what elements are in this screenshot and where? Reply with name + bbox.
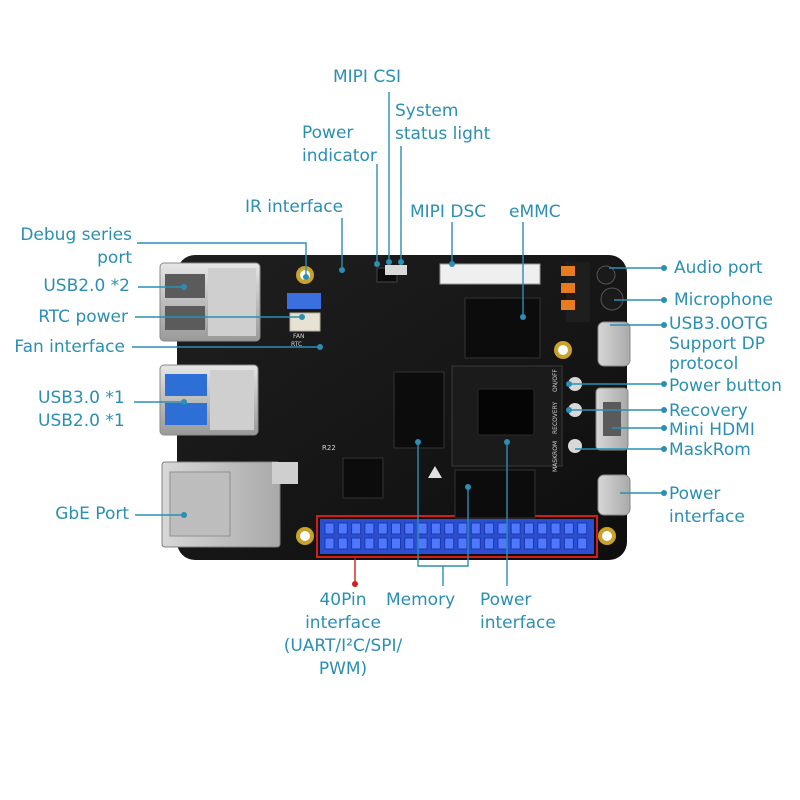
gpio-pin — [457, 537, 468, 550]
gpio-pin — [550, 537, 561, 550]
label-gbe-port: GbE Port — [55, 504, 129, 524]
usb-c-otg — [597, 321, 631, 367]
label-usb20-x2: USB2.0 *2 — [43, 276, 130, 296]
label-emmc: eMMC — [509, 202, 561, 222]
gpio-pin — [417, 522, 428, 535]
gpio-pin — [444, 537, 455, 550]
rtc-connector — [287, 293, 321, 309]
gpio-pin — [444, 522, 455, 535]
microphone-part — [600, 287, 624, 311]
gpio-pin — [497, 522, 508, 535]
warning-triangle — [428, 466, 442, 478]
leader-dots — [181, 259, 667, 587]
gpio-pin — [404, 522, 415, 535]
gpio-header — [320, 519, 594, 554]
silk-recovery: RECOVERY — [552, 402, 559, 434]
gpio-pin — [351, 522, 362, 535]
gpio-pin — [404, 537, 415, 550]
silk-onoff: ON/OFF — [552, 369, 559, 392]
label-maskrom: MaskRom — [669, 440, 751, 460]
gpio-pin — [377, 522, 388, 535]
silk-maskrom: MASKROM — [552, 441, 559, 472]
gpio-pin — [577, 537, 588, 550]
label-debug-serial-port: Debug series port — [20, 225, 132, 268]
gpio-pin — [430, 537, 441, 550]
label-fan-interface: Fan interface — [14, 337, 125, 357]
label-system-status-light: System status light — [395, 101, 491, 144]
label-ir-interface: IR interface — [245, 197, 344, 217]
gpio-pin — [351, 537, 362, 550]
gpio-pin — [563, 537, 574, 550]
gpio-pin — [484, 522, 495, 535]
usb30-connector — [159, 364, 259, 436]
gpio-pin — [497, 537, 508, 550]
label-mipi-dsc: MIPI DSC — [410, 202, 487, 222]
label-mipi-csi: MIPI CSI — [333, 67, 402, 87]
label-power-interface-right: Power interface — [669, 484, 745, 527]
gpio-pin — [391, 537, 401, 550]
mipi-dsc-connector — [439, 263, 541, 285]
gpio-pin — [364, 522, 375, 535]
label-microphone: Microphone — [674, 290, 773, 310]
gpio-pin — [364, 537, 375, 550]
audio-jack — [561, 262, 616, 322]
label-rtc-power: RTC power — [38, 307, 128, 327]
gpio-pin — [537, 537, 548, 550]
mipi-csi-connector — [385, 265, 407, 275]
label-mini-hdmi: Mini HDMI — [669, 420, 755, 440]
gpio-pin — [430, 522, 441, 535]
gpio-pin — [510, 522, 521, 535]
label-usb30tg: USB3.0OTG Support DP protocol — [669, 314, 768, 374]
memory-chip-bottom — [454, 469, 536, 519]
power-usb-c — [597, 474, 631, 516]
gpio-pin — [391, 522, 401, 535]
gpio-pin — [377, 537, 388, 550]
gpio-pin — [563, 522, 574, 535]
gpio-pin — [324, 537, 335, 550]
label-usb30-usb20: USB3.0 *1 USB2.0 *1 — [38, 388, 125, 431]
small-chip — [342, 457, 384, 499]
gpio-pin — [337, 522, 348, 535]
silk-fan: FAN — [293, 333, 305, 340]
label-power-interface-bottom: Power interface — [480, 590, 556, 633]
gpio-pin — [524, 522, 534, 535]
gpio-pin — [550, 522, 561, 535]
gpio-pin — [324, 522, 335, 535]
gpio-pin — [577, 522, 588, 535]
gpio-pin — [537, 522, 548, 535]
soc-chip — [451, 365, 563, 467]
gpio-pin — [524, 537, 534, 550]
gpio-pin — [470, 537, 481, 550]
gpio-pin — [510, 537, 521, 550]
leader-lines — [132, 92, 664, 586]
label-power-indicator: Power indicator — [302, 123, 377, 166]
label-recovery: Recovery — [669, 401, 748, 421]
emmc-chip — [464, 297, 541, 359]
gpio-pin — [484, 537, 495, 550]
fan-connector — [289, 312, 321, 332]
gpio-pin — [337, 537, 348, 550]
silk-rtc: RTC — [291, 341, 302, 348]
label-audio-port: Audio port — [674, 258, 763, 278]
gpio-pin — [417, 537, 428, 550]
memory-chip-left — [393, 371, 445, 449]
silk-r22: R22 — [322, 444, 336, 452]
gpio-pin — [470, 522, 481, 535]
mounting-holes — [296, 266, 616, 545]
label-40pin-interface: 40Pin interface (UART/I²C/SPI/ PWM) — [283, 590, 403, 679]
usb20-connector — [159, 262, 261, 342]
label-power-button: Power button — [669, 376, 782, 396]
gbe-connector — [161, 461, 298, 548]
maskrom-button-part — [568, 439, 582, 453]
label-memory: Memory — [386, 590, 456, 610]
gpio-pin — [457, 522, 468, 535]
